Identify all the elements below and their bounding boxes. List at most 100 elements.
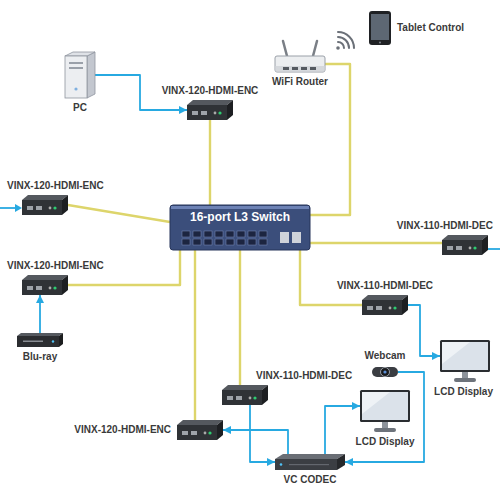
encoder-box: VINX-120-HDMI-ENC [177, 420, 223, 440]
status-led [49, 287, 52, 290]
device-label: LCD Display [355, 436, 416, 448]
status-led [253, 396, 256, 399]
status-led [204, 432, 207, 435]
box-top [187, 100, 233, 105]
webcam-lens [381, 368, 390, 377]
device-drawing [170, 205, 310, 250]
device-drawing [17, 333, 63, 347]
box-side [62, 195, 68, 215]
case-top [65, 52, 95, 56]
port [292, 67, 298, 70]
network-cable [209, 120, 211, 205]
codec-device: VC CODEC [275, 454, 345, 470]
hdmi-cable [345, 372, 424, 462]
device-icon [65, 52, 95, 98]
device-label: Webcam [364, 350, 407, 362]
hdmi-cable [0, 207, 16, 209]
port [182, 431, 188, 435]
switch-body [170, 205, 310, 250]
device-label: WiFi Router [271, 76, 329, 88]
box-top [222, 385, 268, 390]
box-top [177, 420, 223, 425]
player-front [17, 336, 59, 347]
device-icon [440, 340, 490, 382]
arrow-head [15, 204, 22, 212]
box-front [22, 280, 62, 295]
device-label: VINX-120-HDMI-ENC [6, 260, 105, 272]
port [376, 306, 382, 310]
display-monitor: LCD Display [440, 340, 490, 382]
switch-port [182, 239, 190, 245]
monitor-base [454, 378, 476, 382]
wireless-arc [338, 32, 354, 48]
monitor-screen [442, 342, 488, 370]
screen-glare [362, 392, 390, 414]
box-top [442, 235, 488, 240]
status-led [280, 463, 283, 466]
screen-glare [442, 342, 470, 364]
network-cable [68, 205, 170, 222]
port [301, 67, 307, 70]
device-label: VINX-110-HDMI-DEC [336, 280, 434, 292]
port [227, 396, 233, 400]
home-button [379, 41, 381, 43]
wireless-arc [338, 37, 349, 48]
port [36, 206, 42, 210]
switch-port [259, 231, 267, 237]
device-title: 16-port L3 Switch [190, 210, 290, 224]
status-led [49, 207, 52, 210]
wifi-router: WiFi Router [275, 40, 325, 72]
vent-slot [289, 464, 329, 465]
switch-port [182, 231, 190, 237]
device-label: VINX-110-HDMI-DEC [255, 370, 353, 382]
cable-stub [0, 204, 500, 249]
device-icon [275, 454, 345, 470]
status-led [53, 286, 56, 289]
device-drawing [360, 390, 410, 432]
status-led [249, 397, 252, 400]
power-led [74, 87, 77, 90]
drive-slot [69, 67, 83, 69]
monitor-frame [440, 340, 490, 372]
webcam-device: Webcam [372, 365, 398, 379]
encoder-box: VINX-120-HDMI-ENC [187, 100, 233, 120]
device-drawing [65, 52, 95, 98]
box-side [482, 235, 488, 255]
device-icon [275, 40, 325, 72]
box-front [22, 200, 62, 215]
network-cable [239, 250, 241, 385]
box-side [62, 275, 68, 295]
device-icon [17, 333, 63, 347]
device-drawing [222, 385, 268, 405]
switch-port [248, 239, 256, 245]
box-top [22, 275, 68, 280]
box-front [362, 300, 402, 315]
device-icon [22, 275, 68, 295]
device-label: Blu-ray [22, 351, 58, 363]
box-side [262, 385, 268, 405]
network-switch: 16-port L3 Switch [170, 205, 310, 250]
device-label: VC CODEC [283, 474, 338, 486]
port [456, 246, 462, 250]
drive-slot [69, 62, 83, 64]
device-label: VINX-120-HDMI-ENC [6, 180, 105, 192]
device-drawing [275, 454, 345, 470]
wireless-symbol [336, 32, 354, 50]
device-icon [22, 195, 68, 215]
switch-port [248, 231, 256, 237]
switch-port [215, 239, 223, 245]
port [27, 206, 33, 210]
encoder-box: VINX-120-HDMI-ENC [22, 195, 68, 215]
uplink-port [280, 232, 289, 243]
device-icon [360, 390, 410, 432]
codec-side [337, 454, 345, 470]
status-led [218, 111, 221, 114]
switch-port [204, 231, 212, 237]
hdmi-cable [223, 430, 288, 454]
port [283, 67, 289, 70]
monitor-frame [360, 390, 410, 422]
port [27, 286, 33, 290]
box-front [442, 240, 482, 255]
